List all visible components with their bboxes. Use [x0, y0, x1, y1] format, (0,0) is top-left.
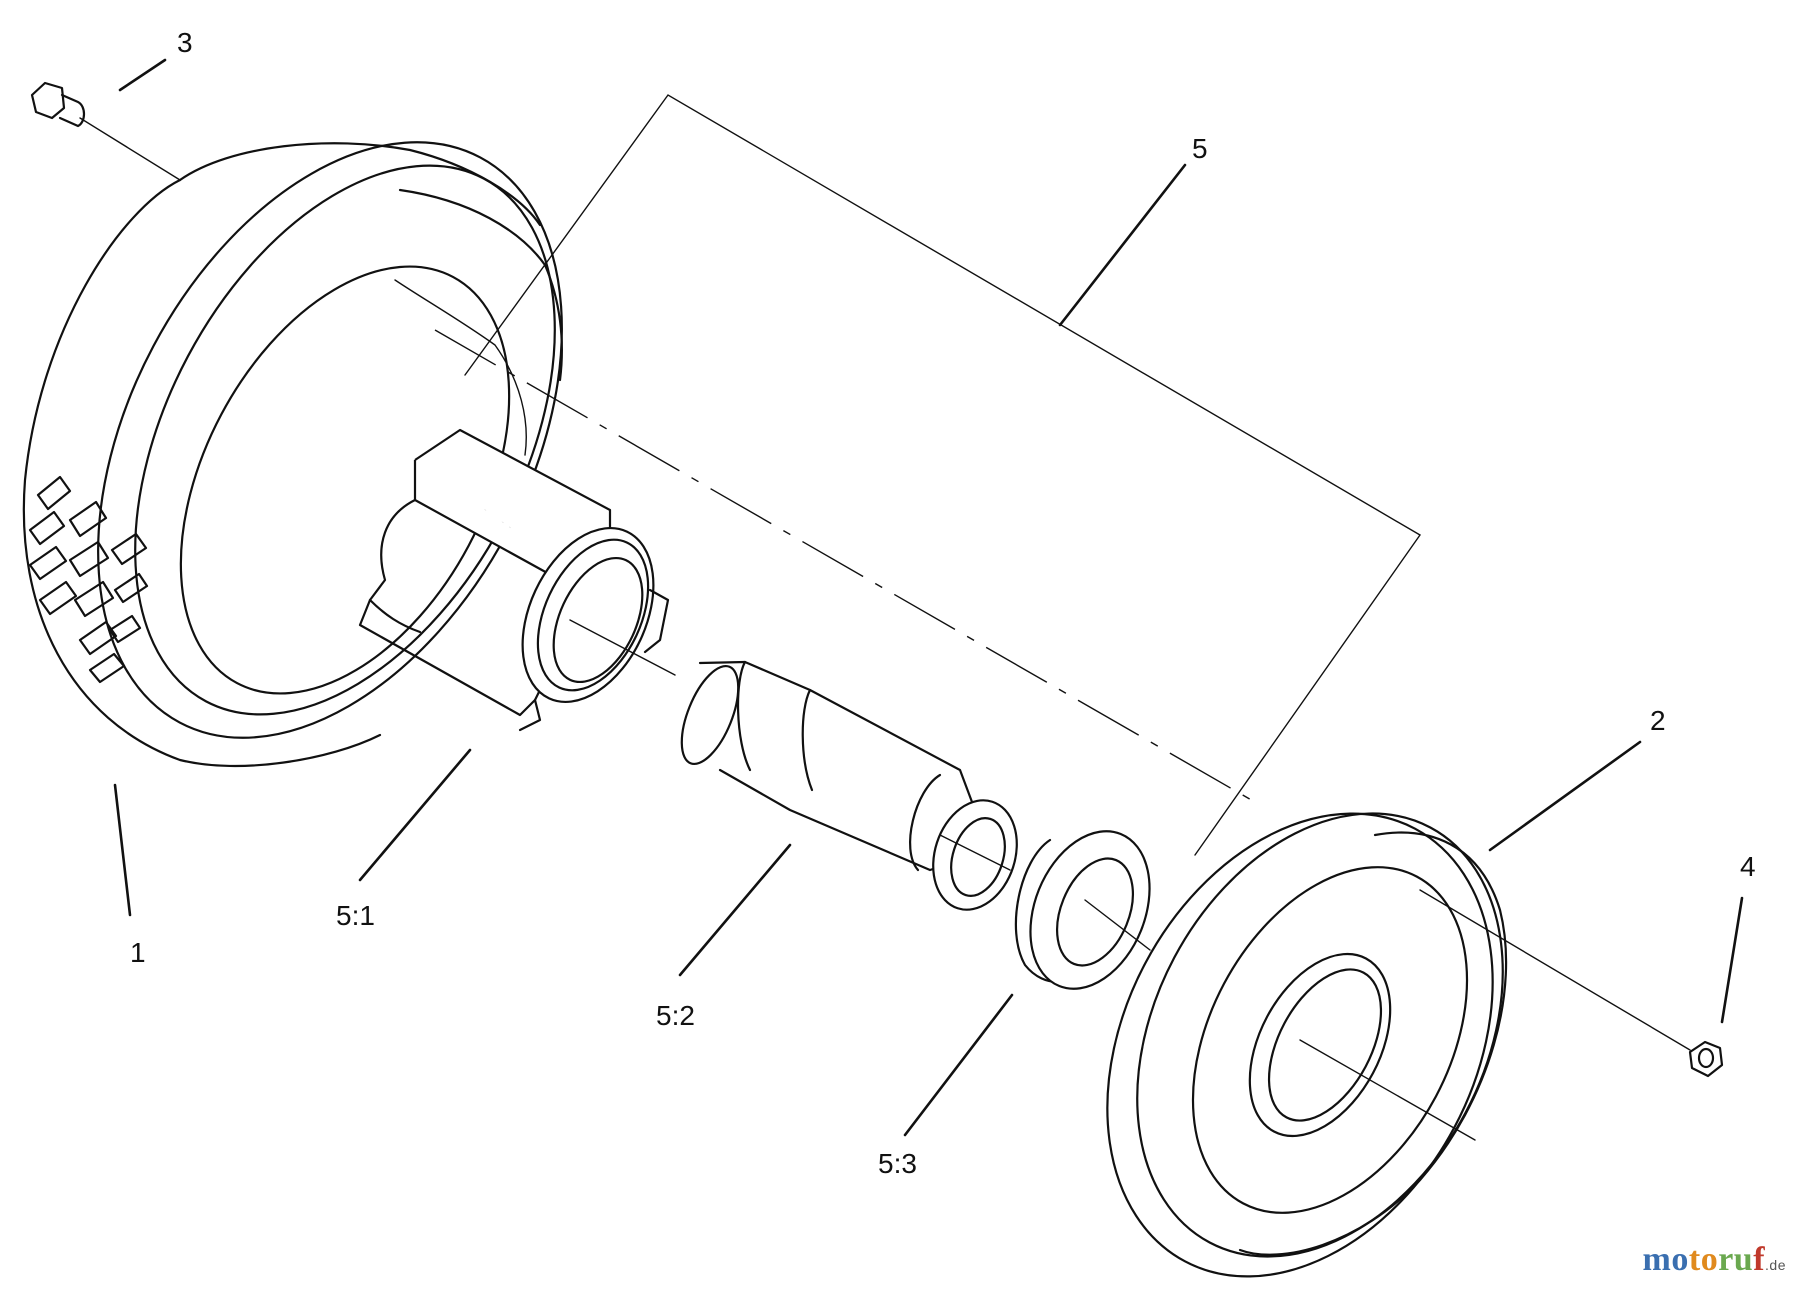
leader-5-3 — [903, 993, 1014, 1137]
leader-4 — [1720, 896, 1744, 1024]
center-axis — [434, 329, 1261, 806]
callout-5-1: 5:1 — [336, 900, 375, 931]
callout-5: 5 — [1192, 133, 1208, 164]
rim-part-2 — [1106, 812, 1508, 1278]
assembly-bracket-5 — [464, 94, 1422, 856]
nut-part-4 — [1688, 1040, 1724, 1078]
watermark-suffix: .de — [1765, 1257, 1786, 1273]
leader-5 — [1058, 163, 1187, 327]
bearing-part-5-3 — [1014, 830, 1151, 990]
callout-2: 2 — [1650, 705, 1666, 736]
tire-part-1 — [22, 141, 563, 768]
leader-5-1 — [358, 748, 472, 882]
callout-1: 1 — [130, 937, 146, 968]
watermark-logo: motoruf.de — [1643, 1241, 1786, 1279]
callout-4: 4 — [1740, 851, 1756, 882]
bolt-part-3 — [30, 81, 181, 181]
callout-3: 3 — [177, 27, 193, 58]
watermark-part-3: ru — [1718, 1241, 1754, 1278]
leader-2 — [1488, 740, 1642, 852]
callout-5-3: 5:3 — [878, 1148, 917, 1179]
spacer-part-5-2 — [680, 660, 1018, 911]
watermark-part-4: f — [1753, 1241, 1766, 1278]
leader-3 — [118, 58, 167, 92]
watermark-part-1: mo — [1642, 1241, 1689, 1278]
leader-1 — [113, 783, 132, 917]
callout-5-2: 5:2 — [656, 1000, 695, 1031]
leader-5-2 — [678, 843, 792, 977]
hub-part-5-1 — [358, 428, 670, 732]
watermark-part-2: to — [1688, 1241, 1719, 1278]
tread-pattern — [28, 475, 149, 684]
